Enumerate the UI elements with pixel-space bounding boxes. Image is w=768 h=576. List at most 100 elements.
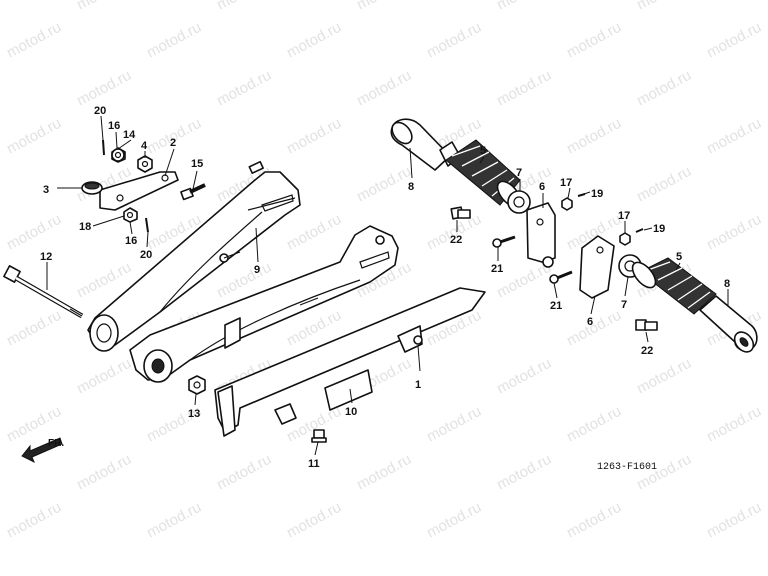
callout-layer: 1 2 3 4 5 5 6 6 7 7 8 8 9 10 11 12 13 14… (40, 105, 730, 470)
watermark-text: motod.ru (704, 115, 764, 158)
chain-case (214, 287, 486, 437)
right-holder-bolt (635, 319, 658, 331)
callout-4: 4 (141, 140, 148, 152)
callout-8-right: 8 (724, 278, 730, 290)
watermark-text: motod.ru (74, 67, 134, 110)
watermark-text: motod.ru (494, 355, 554, 398)
watermark-text: motod.ru (564, 307, 624, 350)
callout-22-left: 22 (450, 234, 462, 246)
callout-17-left: 17 (560, 177, 572, 189)
watermark-text: motod.ru (564, 499, 624, 542)
watermark-text: motod.ru (284, 19, 344, 62)
callout-17-right: 17 (618, 210, 630, 222)
watermark-text: motod.ru (634, 67, 694, 110)
left-footpeg-holder (526, 202, 556, 268)
callout-7-left: 7 (516, 167, 522, 179)
callout-15: 15 (191, 158, 203, 170)
pivot-nut (188, 375, 206, 395)
callout-2: 2 (170, 137, 176, 149)
watermark-text: motod.ru (144, 499, 204, 542)
watermark-text: motod.ru (144, 19, 204, 62)
spring-washer (81, 181, 103, 195)
direction-label: FR. (48, 438, 64, 449)
watermark-text: motod.ru (354, 0, 414, 14)
callout-20-top: 20 (94, 105, 106, 117)
watermark-text: motod.ru (4, 211, 64, 254)
watermark-text: motod.ru (284, 499, 344, 542)
callout-16-top: 16 (108, 120, 120, 132)
callout-9: 9 (254, 264, 260, 276)
callout-14: 14 (123, 129, 136, 141)
callout-22-right: 22 (641, 345, 653, 357)
watermark-text: motod.ru (424, 499, 484, 542)
callout-13: 13 (188, 408, 200, 420)
watermark-text: motod.ru (424, 403, 484, 446)
callout-18: 18 (79, 221, 91, 233)
watermark-text: motod.ru (704, 499, 764, 542)
left-footpeg (390, 118, 461, 171)
watermark-text: motod.ru (214, 451, 274, 494)
right-footpeg-assembly (549, 228, 758, 353)
drawing-code: 1263-F1601 (597, 462, 657, 473)
watermark-text: motod.ru (634, 163, 694, 206)
left-pin (492, 235, 516, 248)
watermark-text: motod.ru (354, 67, 414, 110)
right-footpeg-holder (579, 235, 615, 299)
callout-21-left: 21 (491, 263, 503, 275)
watermark-text: motod.ru (424, 19, 484, 62)
watermark-text: motod.ru (354, 163, 414, 206)
watermark-text: motod.ru (564, 403, 624, 446)
right-footpeg-rubber (631, 257, 717, 315)
watermark-text: motod.ru (4, 19, 64, 62)
watermark-text: motod.ru (4, 307, 64, 350)
watermark-text: motod.ru (4, 115, 64, 158)
swing-arm (87, 160, 399, 383)
callout-5-right: 5 (676, 251, 682, 263)
front-direction-arrow: FR. (21, 437, 64, 464)
callout-19-left: 19 (591, 188, 603, 200)
left-holder-bolt (450, 206, 471, 220)
chain-case-bolt (311, 429, 327, 443)
callout-10: 10 (345, 406, 357, 418)
watermark-text: motod.ru (74, 355, 134, 398)
watermark-text: motod.ru (704, 211, 764, 254)
watermark-text: motod.ru (704, 403, 764, 446)
callout-19-right: 19 (653, 223, 665, 235)
watermark-text: motod.ru (214, 67, 274, 110)
callout-8-left: 8 (408, 181, 414, 193)
callout-6-right: 6 (587, 316, 593, 328)
stay-bracket-group (81, 139, 206, 233)
callout-20-bottom: 20 (140, 249, 152, 261)
left-footpeg-assembly (390, 118, 586, 268)
callout-7-right: 7 (621, 299, 627, 311)
leader-lines (46, 115, 729, 456)
callout-12: 12 (40, 251, 52, 263)
watermark-text: motod.ru (74, 0, 134, 14)
watermark-text: motod.ru (494, 67, 554, 110)
bracket-bolt (180, 183, 206, 201)
watermark-text: motod.ru (704, 19, 764, 62)
callout-6-left: 6 (539, 181, 545, 193)
watermark-text: motod.ru (354, 451, 414, 494)
watermark-text: motod.ru (494, 451, 554, 494)
callout-11: 11 (308, 458, 320, 470)
callout-16-bottom: 16 (125, 235, 137, 247)
watermark-text: motod.ru (564, 19, 624, 62)
callout-21-right: 21 (550, 300, 562, 312)
callout-3: 3 (43, 184, 49, 196)
right-footpeg (699, 295, 758, 353)
watermark-text: motod.ru (634, 0, 694, 14)
watermark-text: motod.ru (564, 115, 624, 158)
watermark-text: motod.ru (4, 499, 64, 542)
callout-1: 1 (415, 379, 421, 391)
watermark-text: motod.ru (214, 0, 274, 14)
watermark-text: motod.ru (284, 115, 344, 158)
callout-5-left: 5 (480, 145, 486, 157)
watermark-text: motod.ru (74, 451, 134, 494)
watermark-text: motod.ru (284, 211, 344, 254)
watermark-text: motod.ru (634, 355, 694, 398)
watermark-text: motod.ru (494, 0, 554, 14)
pivot-bolt (3, 265, 84, 319)
